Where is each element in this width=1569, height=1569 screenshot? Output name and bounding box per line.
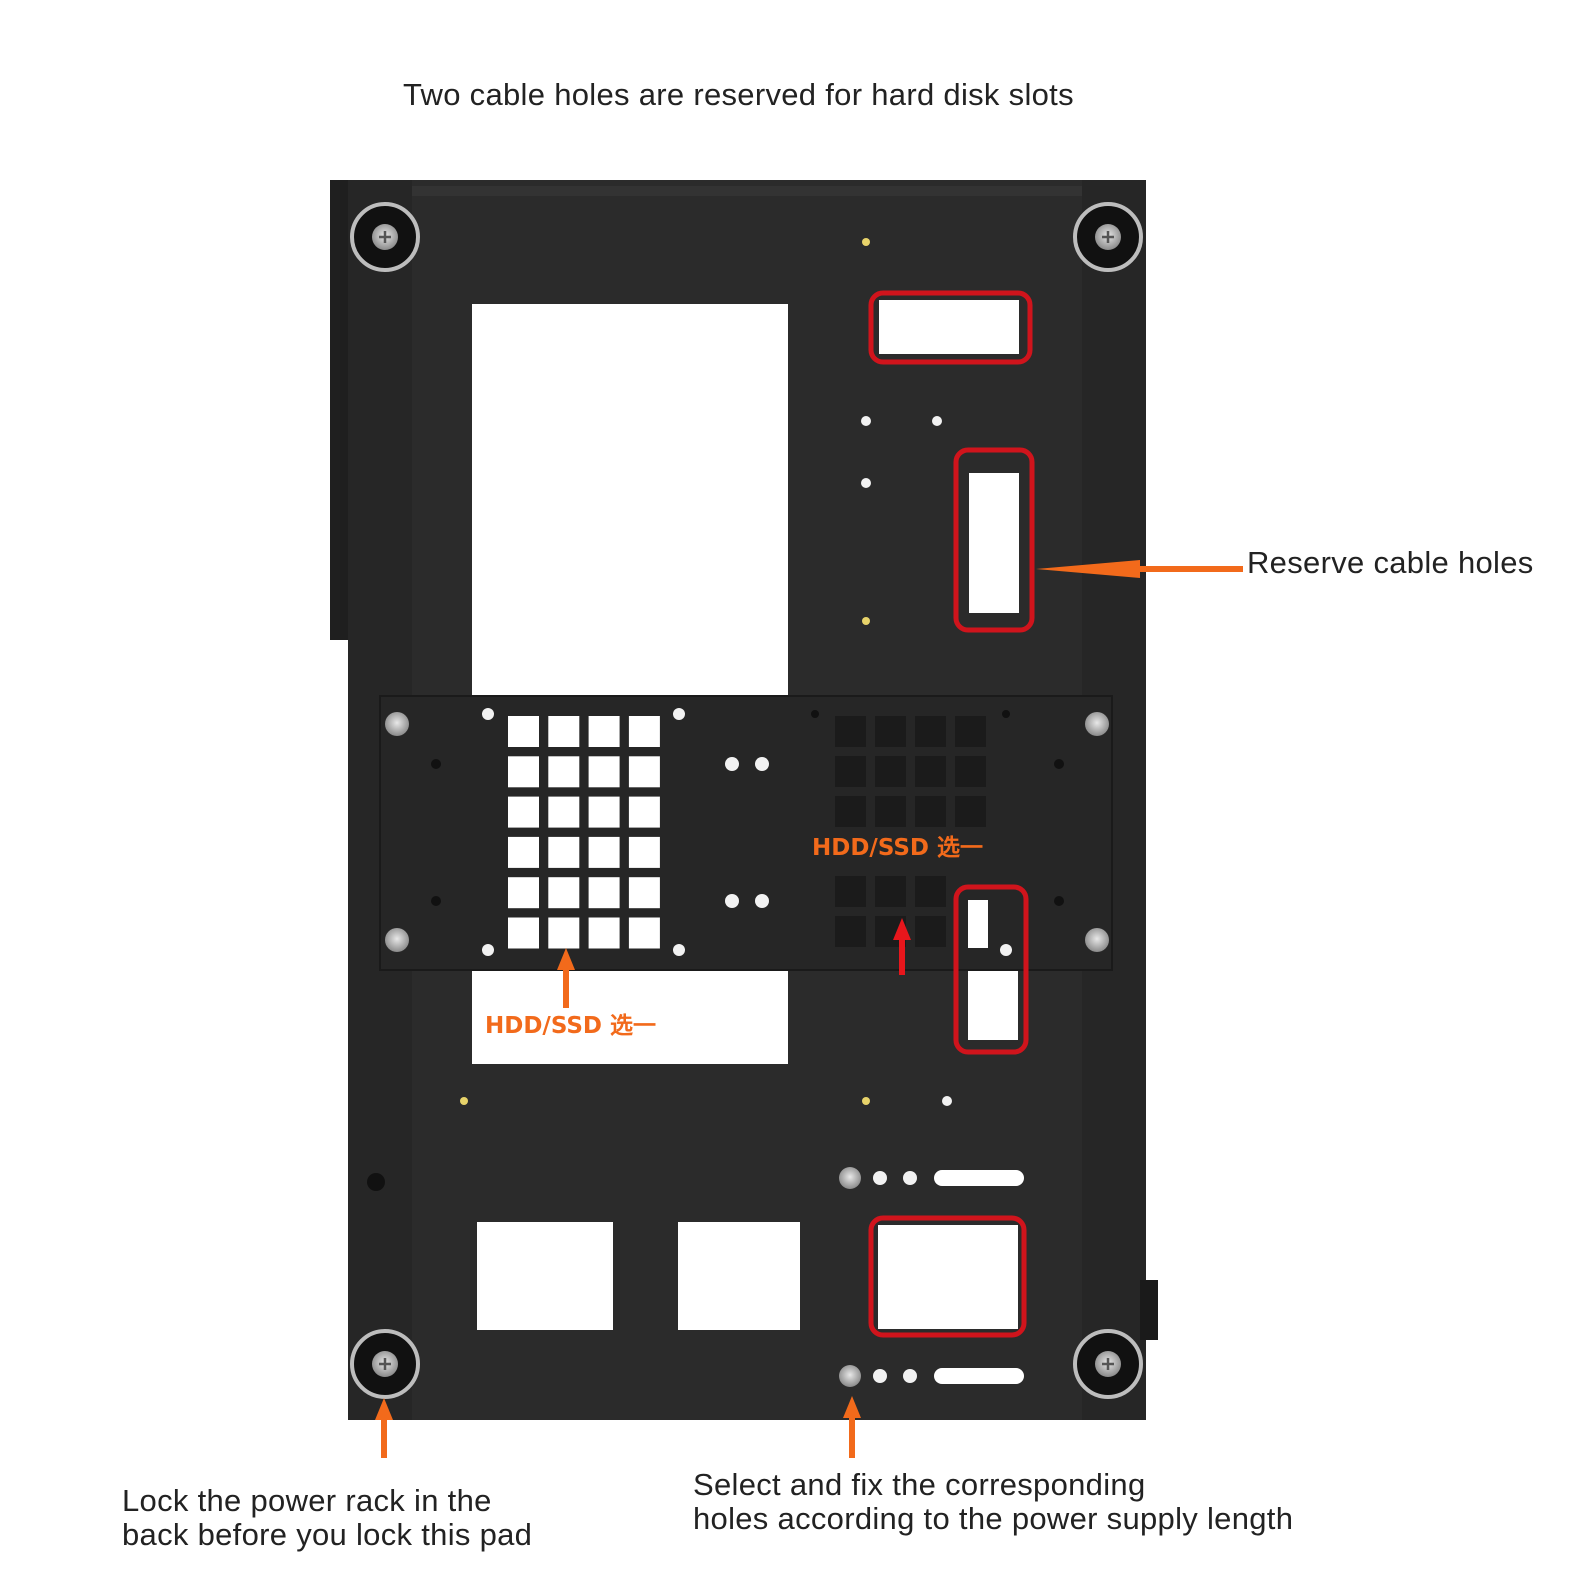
vent-square <box>548 877 580 909</box>
caption-lock-power-rack: Lock the power rack in the back before y… <box>122 1484 532 1552</box>
vent-square <box>835 756 866 787</box>
arrow-reserve-cable-holes <box>1036 560 1243 578</box>
main-window-cutout <box>472 304 788 696</box>
vent-square <box>508 756 539 788</box>
hdd-label-bracket: HDD/SSD 选一 <box>812 835 983 861</box>
vent-square <box>628 716 660 747</box>
foot-bottom-left <box>350 1329 420 1399</box>
vent-square <box>508 877 539 909</box>
caption-reserve-cable-holes: Reserve cable holes <box>1247 545 1534 580</box>
corner-feet <box>350 202 1143 1399</box>
vent-square <box>548 917 580 949</box>
vent-square <box>508 716 539 747</box>
vent-square <box>548 836 580 868</box>
vent-square <box>835 916 866 947</box>
vent-square <box>835 876 866 907</box>
arrow-hdd-bracket <box>893 918 911 975</box>
vent-square <box>915 916 946 947</box>
vent-square <box>548 756 580 788</box>
cable-hole-bracket <box>968 900 988 948</box>
vent-square <box>955 716 986 747</box>
bracket-holes <box>431 708 1064 956</box>
caption-line: back before you lock this pad <box>122 1517 533 1552</box>
vent-square <box>588 836 620 868</box>
arrow-hdd-panel <box>557 948 575 1008</box>
vent-square <box>628 836 660 868</box>
vent-square <box>875 716 906 747</box>
vent-square <box>628 917 660 949</box>
caption-top: Two cable holes are reserved for hard di… <box>403 77 1074 112</box>
vent-square <box>875 756 906 787</box>
vent-square <box>508 836 539 868</box>
hdd-bracket: HDD/SSD 选一 <box>379 695 1113 971</box>
highlight-lower-cable-hole <box>953 884 1029 1055</box>
mounting-holes <box>367 238 952 1387</box>
vent-square <box>548 796 580 828</box>
plate-cutouts <box>472 300 1024 1384</box>
highlight-psu-opening <box>868 1215 1027 1338</box>
vent-square <box>915 756 946 787</box>
arrow-lock-pad <box>375 1398 393 1458</box>
vent-square <box>588 877 620 909</box>
fan-cutout-left <box>477 1222 613 1330</box>
vent-grid-dark <box>835 716 986 947</box>
vent-square <box>588 716 620 747</box>
highlight-boxes <box>868 290 1035 1338</box>
cable-hole-lower <box>968 968 1018 1040</box>
caption-line: Select and fix the corresponding <box>693 1467 1146 1502</box>
vent-square <box>835 796 866 827</box>
slot-lower <box>934 1368 1024 1384</box>
slot-upper <box>934 1170 1024 1186</box>
vent-square <box>508 796 539 828</box>
caption-line: Lock the power rack in the <box>122 1483 492 1518</box>
hdd-label-panel: HDD/SSD 选一 <box>485 1013 656 1039</box>
arrow-psu-holes <box>843 1396 861 1458</box>
vent-square <box>835 716 866 747</box>
vent-square <box>588 917 620 949</box>
vent-square <box>875 876 906 907</box>
vent-grid-white <box>508 716 660 949</box>
vent-square <box>588 756 620 788</box>
fan-cutout-right <box>878 1225 1018 1329</box>
vent-square <box>955 796 986 827</box>
fan-cutout-middle <box>678 1222 800 1330</box>
vent-square <box>508 917 539 949</box>
caption-select-holes: Select and fix the corresponding holes a… <box>693 1468 1293 1536</box>
vent-square <box>915 716 946 747</box>
cable-hole-side <box>969 473 1019 613</box>
vent-square <box>875 796 906 827</box>
vent-square <box>548 716 580 747</box>
vent-square <box>588 796 620 828</box>
foot-top-left <box>350 202 420 272</box>
vent-square <box>628 756 660 788</box>
foot-top-right <box>1073 202 1143 272</box>
arrows <box>375 560 1243 1458</box>
highlight-side-cable-hole <box>953 447 1035 633</box>
vent-square <box>955 756 986 787</box>
vent-square <box>915 876 946 907</box>
vent-square <box>628 796 660 828</box>
vent-square <box>915 796 946 827</box>
caption-line: holes according to the power supply leng… <box>693 1501 1294 1536</box>
foot-bottom-right <box>1073 1329 1143 1399</box>
highlight-top-cable-hole <box>868 290 1033 365</box>
vent-square <box>628 877 660 909</box>
cable-hole-top <box>879 300 1019 354</box>
bracket-screws <box>385 712 1109 952</box>
lower-window-cutout <box>472 966 788 1064</box>
